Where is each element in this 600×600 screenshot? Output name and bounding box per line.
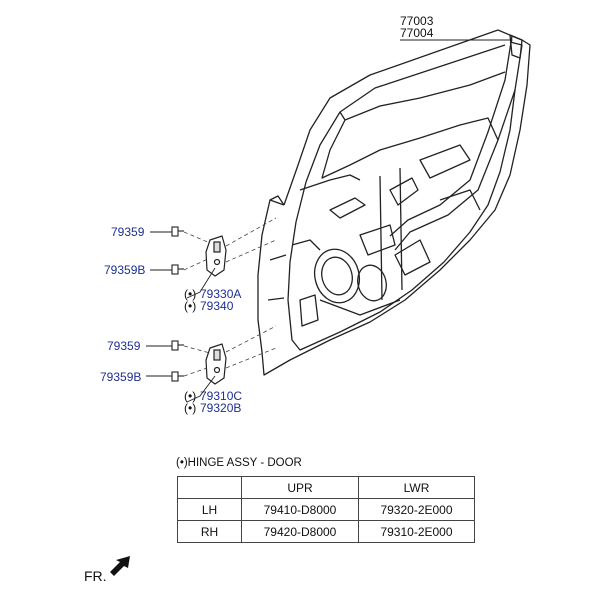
leader-lines (146, 39, 513, 403)
front-label: FR. (84, 568, 107, 584)
bolt-upper-2 (171, 264, 184, 275)
bullet-marker-lower-1: (•) (184, 389, 197, 403)
label-79340: 79340 (200, 299, 234, 313)
label-77003: 77003 (400, 14, 434, 28)
table-title: (•)HINGE ASSY - DOOR (176, 457, 302, 469)
label-79320B: 79320B (200, 401, 242, 415)
bullet-marker-upper-2: (•) (184, 299, 197, 313)
table-cell: 79310-2E000 (358, 520, 475, 543)
table-row: LH 79410-D8000 79320-2E000 (177, 498, 475, 521)
table-cell: 79410-D8000 (241, 498, 359, 521)
table-cell: 79420-D8000 (241, 520, 359, 543)
table-cell: LH (177, 498, 242, 521)
lower-hinge (205, 343, 227, 385)
bolt-upper-1 (171, 226, 184, 237)
table-header-row: UPR LWR (177, 476, 475, 499)
label-79310C: 79310C (200, 389, 243, 403)
label-79330A: 79330A (200, 287, 242, 301)
bolt-lower-2 (171, 371, 184, 382)
bullet-marker-lower-2: (•) (184, 401, 197, 415)
table-row: RH 79420-D8000 79310-2E000 (177, 520, 475, 543)
bolt-lower-1 (171, 340, 184, 351)
label-79359-lower: 79359 (107, 339, 141, 353)
label-79359B-lower: 79359B (100, 370, 142, 384)
table-header-cell: UPR (241, 476, 359, 499)
label-79359-upper: 79359 (111, 225, 145, 239)
alignment-lines (183, 217, 277, 377)
label-77004: 77004 (400, 26, 434, 40)
hinge-assy-table: UPR LWR LH 79410-D8000 79320-2E000 RH 79… (177, 476, 475, 543)
bullet-marker-upper-1: (•) (184, 287, 197, 301)
table-cell: RH (177, 520, 242, 543)
table-cell: 79320-2E000 (358, 498, 475, 521)
front-arrow-icon (110, 556, 130, 576)
label-79359B-upper: 79359B (104, 263, 146, 277)
table-header-cell (177, 476, 242, 499)
table-header-cell: LWR (358, 476, 475, 499)
door-panel (257, 29, 531, 376)
upper-hinge (205, 235, 227, 277)
